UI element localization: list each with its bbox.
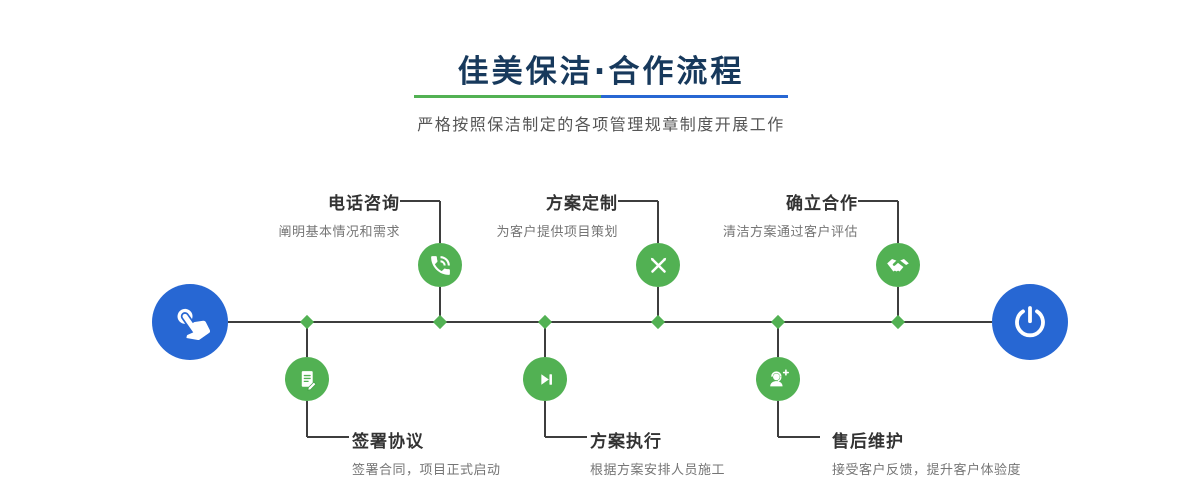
contract-icon (301, 370, 316, 391)
page-subtitle: 严格按照保洁制定的各项管理规章制度开展工作 (417, 115, 785, 134)
design-pen-icon (650, 257, 666, 273)
connector-line (544, 401, 546, 437)
connector-line (306, 401, 308, 437)
step-desc: 阐明基本情况和需求 (278, 225, 400, 240)
step-label-after-sales: 售后维护 接受客户反馈，提升客户体验度 (832, 427, 1021, 478)
pointing-hand-icon (177, 308, 211, 341)
connector-line (306, 323, 308, 357)
step-label-establish-cooperation: 确立合作 清洁方案通过客户评估 (723, 189, 858, 240)
connector-line (777, 401, 779, 437)
play-next-icon (540, 373, 552, 385)
connector-line (545, 436, 587, 438)
connector-line (897, 201, 899, 243)
page-title: 佳美保洁·合作流程 (457, 54, 745, 90)
connector-line (439, 287, 441, 323)
connector-line (777, 323, 779, 357)
step-desc: 清洁方案通过客户评估 (722, 225, 858, 240)
underline-blue-segment (601, 95, 788, 98)
title-underline (414, 95, 788, 98)
step-desc: 签署合同，项目正式启动 (352, 463, 501, 478)
connector-line (657, 201, 659, 243)
connector-line (897, 287, 899, 323)
step-title: 确立合作 (786, 194, 858, 214)
step-label-sign-agreement: 签署协议 签署合同，项目正式启动 (352, 427, 501, 478)
timeline-line (228, 321, 992, 323)
timeline-node-diamond (890, 314, 906, 330)
step-desc: 接受客户反馈，提升客户体验度 (832, 463, 1022, 478)
connector-line (618, 200, 658, 202)
timeline-node-diamond (537, 314, 553, 330)
connector-line (307, 436, 349, 438)
step-node-sign-agreement (285, 357, 329, 401)
step-desc: 为客户提供项目策划 (496, 225, 618, 240)
start-node (152, 284, 228, 360)
step-label-phone-consult: 电话咨询 阐明基本情况和需求 (278, 189, 400, 240)
step-label-plan-execute: 方案执行 根据方案安排人员施工 (590, 427, 725, 478)
handshake-icon (887, 259, 909, 272)
step-title: 方案执行 (590, 432, 662, 452)
step-desc: 根据方案安排人员施工 (590, 463, 726, 478)
connector-line (400, 200, 440, 202)
step-node-establish-cooperation (876, 243, 920, 287)
step-title: 售后维护 (832, 432, 904, 452)
power-icon (1015, 306, 1045, 338)
step-node-after-sales (756, 357, 800, 401)
timeline-node-diamond (650, 314, 666, 330)
connector-line (657, 287, 659, 323)
step-title: 电话咨询 (328, 194, 400, 214)
step-node-plan-design (636, 243, 680, 287)
step-title: 方案定制 (546, 194, 618, 214)
phone-icon (430, 255, 450, 275)
connector-line (858, 200, 898, 202)
headset-plus-icon (770, 369, 789, 387)
timeline-node-diamond (770, 314, 786, 330)
connector-line (778, 436, 820, 438)
timeline-node-diamond (299, 314, 315, 330)
step-title: 签署协议 (352, 432, 424, 452)
underline-green-segment (414, 95, 601, 98)
connector-line (544, 323, 546, 357)
step-label-plan-design: 方案定制 为客户提供项目策划 (496, 189, 618, 240)
step-node-phone-consult (418, 243, 462, 287)
step-node-plan-execute (523, 357, 567, 401)
connector-line (439, 201, 441, 243)
timeline-node-diamond (432, 314, 448, 330)
end-node (992, 284, 1068, 360)
